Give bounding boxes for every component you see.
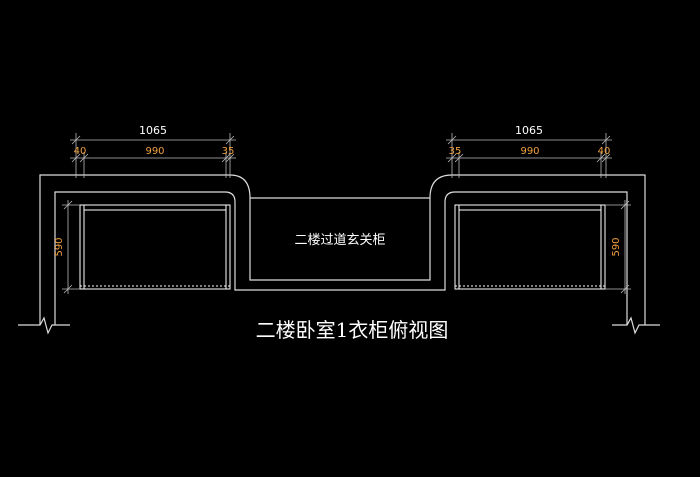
right-wardrobe bbox=[454, 204, 606, 290]
left-dimensions bbox=[62, 133, 236, 294]
left-overall-dim: 1065 bbox=[139, 124, 167, 137]
right-depth-dim: 590 bbox=[611, 237, 622, 256]
left-wardrobe-post-right bbox=[225, 204, 231, 290]
left-depth-dim: 590 bbox=[54, 237, 65, 256]
center-cabinet-label: 二楼过道玄关柜 bbox=[294, 233, 385, 248]
left-break-mark bbox=[18, 316, 70, 335]
left-wardrobe-body bbox=[79, 204, 231, 290]
right-overall-dim: 1065 bbox=[515, 124, 543, 137]
right-wardrobe-post-left bbox=[454, 204, 460, 290]
right-inner-dim: 990 bbox=[520, 146, 539, 157]
left-wardrobe-post-left bbox=[79, 204, 85, 290]
left-left-dim: 40 bbox=[74, 146, 87, 157]
wall-outline bbox=[18, 174, 660, 335]
wall-inner-line bbox=[54, 191, 628, 325]
left-wardrobe bbox=[79, 204, 231, 290]
right-dimensions bbox=[446, 133, 631, 294]
right-left-dim: 35 bbox=[449, 146, 462, 157]
left-right-dim: 35 bbox=[222, 146, 235, 157]
wall-outer-line bbox=[39, 174, 646, 325]
left-inner-dim: 990 bbox=[145, 146, 164, 157]
right-wardrobe-body bbox=[454, 204, 606, 290]
right-right-dim: 40 bbox=[598, 146, 611, 157]
right-break-mark bbox=[612, 316, 660, 335]
drawing-title: 二楼卧室1衣柜俯视图 bbox=[256, 318, 449, 342]
right-wardrobe-post-right bbox=[600, 204, 606, 290]
